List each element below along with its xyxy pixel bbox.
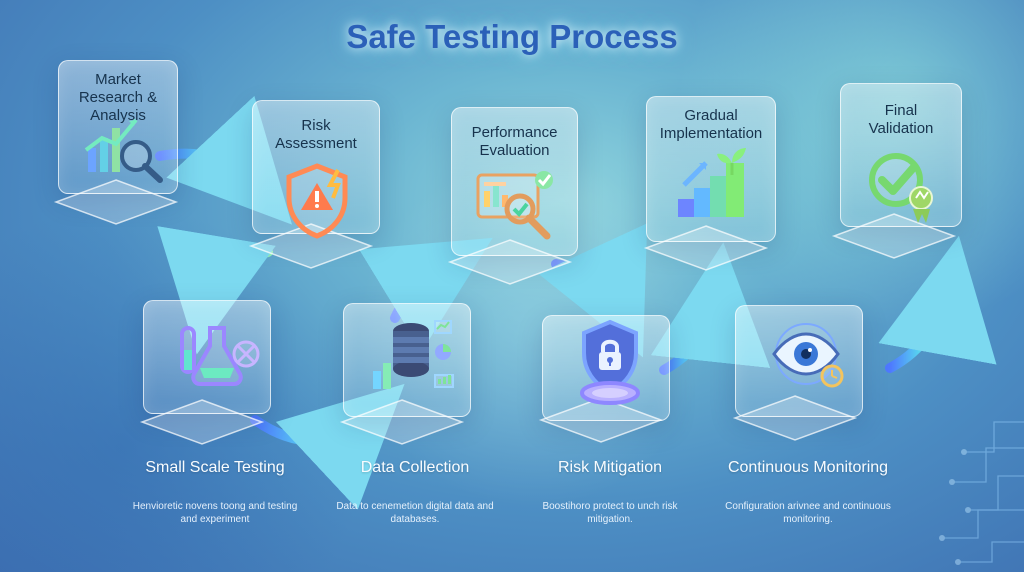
page-title: Safe Testing Process — [346, 18, 678, 55]
step-title-continuous-monitoring: Continuous Monitoring — [727, 459, 889, 476]
platform-market-research — [50, 178, 182, 226]
step-description-risk-mitigation: Boostihoro protect to unch risk mitigati… — [542, 501, 678, 525]
step-title-risk-mitigation: Risk Mitigation — [557, 459, 663, 476]
dashboard-magnifier-icon — [470, 165, 564, 253]
platform-small-scale-testing — [136, 398, 268, 446]
platform-final-validation — [828, 212, 960, 260]
check-badge-icon — [858, 142, 942, 228]
step-label-final-validation: Final Validation — [868, 102, 934, 137]
step-label-gradual-implementation: Gradual Implementation — [659, 107, 763, 142]
warning-shield-icon — [277, 160, 359, 242]
flow-arrow-7 — [878, 235, 997, 373]
platform-data-collection — [336, 398, 468, 446]
database-analytics-icon — [365, 313, 463, 405]
eye-monitor-icon — [760, 318, 852, 398]
step-title-small-scale-testing: Small Scale Testing — [145, 459, 285, 476]
step-title-data-collection: Data Collection — [360, 459, 470, 476]
lab-flask-icon — [172, 320, 262, 400]
step-description-continuous-monitoring: Configuration arivnee and continuous mon… — [725, 501, 891, 525]
growth-blocks-icon — [670, 145, 760, 231]
step-description-small-scale-testing: Henvioretic novens toong and testing and… — [132, 501, 298, 525]
platform-continuous-monitoring — [729, 394, 861, 442]
step-label-performance-evaluation: Performance Evaluation — [471, 124, 558, 159]
step-card-gradual-implementation: Gradual Implementation — [646, 96, 776, 242]
step-card-risk-assessment: Risk Assessment — [252, 100, 380, 234]
platform-performance-evaluation — [444, 238, 576, 286]
circuit-lines-decoration — [939, 421, 1024, 565]
platform-risk-mitigation — [535, 396, 667, 444]
platform-gradual-implementation — [640, 224, 772, 272]
step-label-risk-assessment: Risk Assessment — [275, 117, 357, 152]
flow-arrow-6 — [650, 242, 771, 375]
chart-search-icon — [78, 110, 168, 188]
platform-risk-assessment — [245, 222, 377, 270]
lock-shield-icon — [568, 318, 654, 410]
step-card-performance-evaluation: Performance Evaluation — [451, 107, 578, 256]
step-label-market-research: Market Research & Analysis — [78, 71, 158, 124]
step-description-data-collection: Data to cenemetion digital data and data… — [336, 501, 494, 525]
